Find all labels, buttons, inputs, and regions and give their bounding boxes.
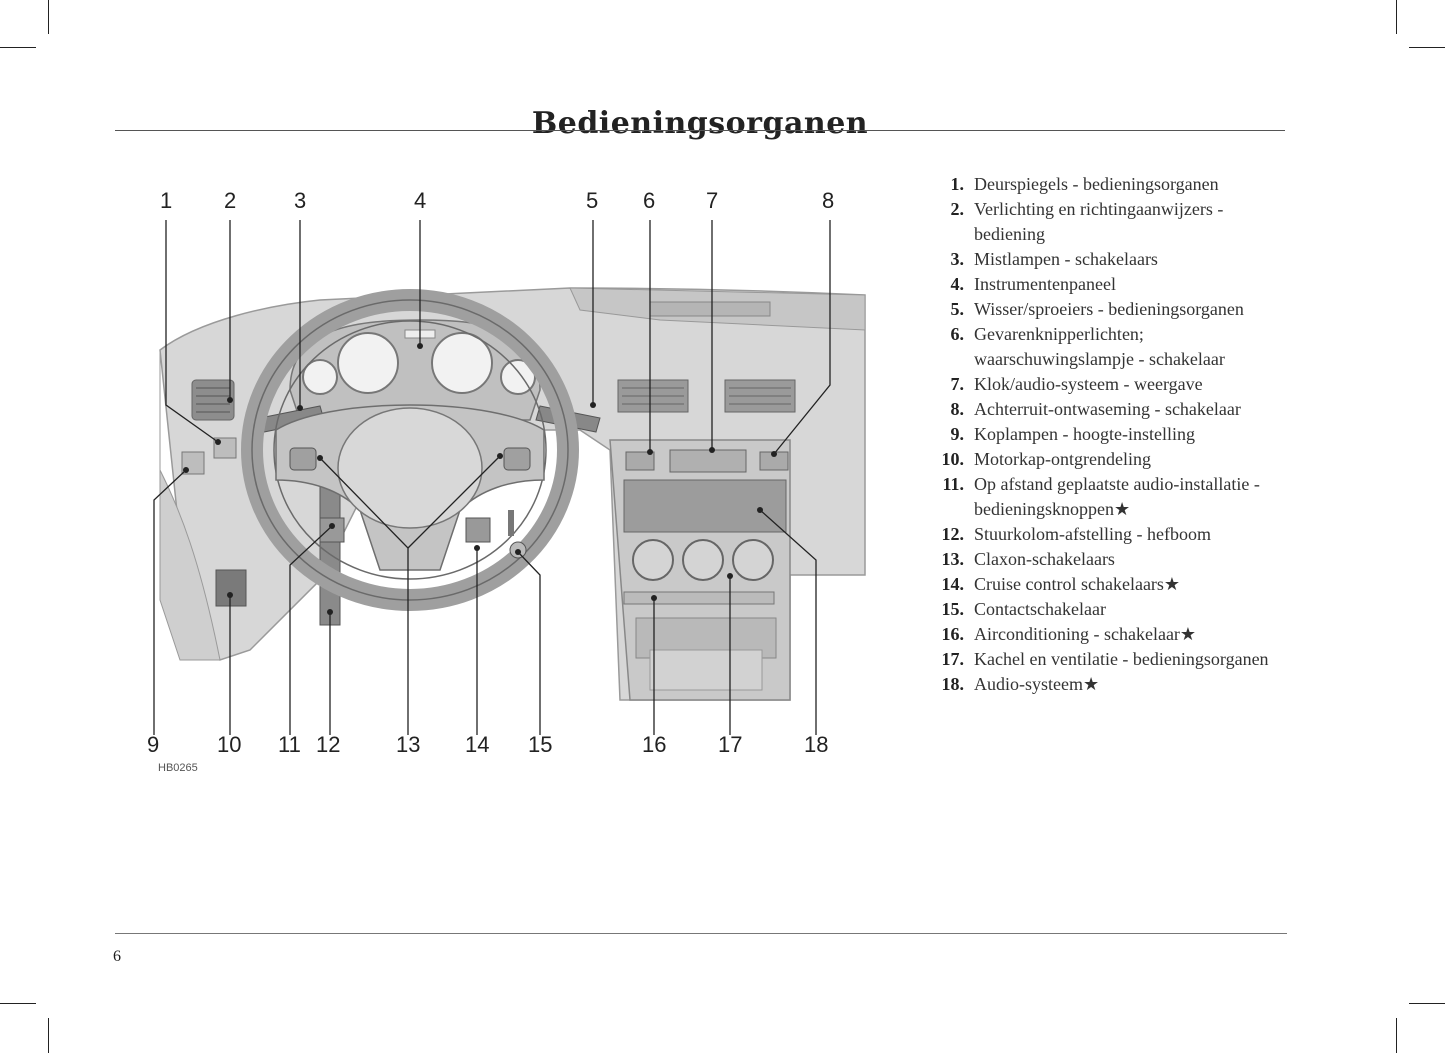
legend-item-number: 8. bbox=[950, 399, 965, 419]
legend-item-number: 17. bbox=[941, 649, 965, 669]
legend-item-text: Claxon-schakelaars bbox=[974, 549, 1115, 569]
legend-item: 17. Kachel en ventilatie - bedieningsorga… bbox=[918, 647, 1298, 672]
callout-10: 10 bbox=[217, 732, 242, 757]
legend-item: 6. Gevarenknipperlichten; waarschuwingsla… bbox=[918, 322, 1298, 372]
legend-item-text: Contactschakelaar bbox=[974, 599, 1106, 619]
legend-item-text: Gevarenknipperlichten; waarschuwingslamp… bbox=[974, 324, 1225, 369]
legend-item-number: 16. bbox=[941, 624, 965, 644]
callout-9: 9 bbox=[147, 732, 160, 757]
dashboard-illustration bbox=[153, 220, 866, 735]
legend-item-number: 11. bbox=[942, 474, 964, 494]
legend-item: 18. Audio-systeem★ bbox=[918, 672, 1298, 697]
legend-item: 3. Mistlampen - schakelaars bbox=[918, 247, 1298, 272]
legend-item: 14. Cruise control schakelaars★ bbox=[918, 572, 1298, 597]
callout-6: 6 bbox=[643, 188, 656, 213]
legend-item-text: Klok/audio-systeem - weergave bbox=[974, 374, 1203, 394]
crop-mark bbox=[1396, 0, 1397, 34]
legend-item-text: Airconditioning - schakelaar★ bbox=[974, 624, 1197, 644]
dashboard-figure: 1 2 3 4 5 6 7 8 9 10 11 12 13 14 15 16 1… bbox=[140, 180, 870, 780]
crop-mark bbox=[1409, 1003, 1445, 1004]
crop-mark bbox=[1409, 47, 1445, 48]
legend-item-text: Cruise control schakelaars★ bbox=[974, 574, 1181, 594]
legend-item-number: 2. bbox=[950, 199, 965, 219]
crop-mark bbox=[48, 0, 49, 34]
legend-item-text: Instrumentenpaneel bbox=[974, 274, 1116, 294]
legend-item-text: Op afstand geplaatste audio-installatie … bbox=[974, 474, 1260, 519]
legend-item-text: Achterruit-ontwaseming - schakelaar bbox=[974, 399, 1241, 419]
legend-item-text: Wisser/sproeiers - bedieningsorganen bbox=[974, 299, 1244, 319]
legend-item-number: 18. bbox=[941, 674, 965, 694]
callout-12: 12 bbox=[316, 732, 341, 757]
page-title: Bedieningsorganen bbox=[531, 106, 869, 142]
header-rule bbox=[115, 130, 1285, 131]
crop-mark bbox=[0, 1003, 36, 1004]
legend-item: 13. Claxon-schakelaars bbox=[918, 547, 1298, 572]
legend-item: 16. Airconditioning - schakelaar★ bbox=[918, 622, 1298, 647]
legend-item-number: 5. bbox=[950, 299, 965, 319]
page-number: 6 bbox=[113, 948, 121, 965]
legend-item: 5. Wisser/sproeiers - bedieningsorganen bbox=[918, 297, 1298, 322]
callout-16: 16 bbox=[642, 732, 667, 757]
legend-item: 11. Op afstand geplaatste audio-installat… bbox=[918, 472, 1298, 522]
legend-item: 2. Verlichting en richtingaanwijzers - be… bbox=[918, 197, 1298, 247]
figure-code: HB0265 bbox=[158, 762, 198, 774]
legend-item: 9. Koplampen - hoogte-instelling bbox=[918, 422, 1298, 447]
legend-item-text: Audio-systeem★ bbox=[974, 674, 1100, 694]
legend-item: 7. Klok/audio-systeem - weergave bbox=[918, 372, 1298, 397]
crop-mark bbox=[48, 1018, 49, 1053]
legend-item-text: Koplampen - hoogte-instelling bbox=[974, 424, 1195, 444]
legend-item: 15. Contactschakelaar bbox=[918, 597, 1298, 622]
legend-item-text: Stuurkolom-afstelling - hefboom bbox=[974, 524, 1211, 544]
callout-8: 8 bbox=[822, 188, 835, 213]
callout-14: 14 bbox=[465, 732, 490, 757]
callout-13: 13 bbox=[396, 732, 421, 757]
legend-item-text: Kachel en ventilatie - bedieningsorganen bbox=[974, 649, 1269, 669]
legend-item-text: Mistlampen - schakelaars bbox=[974, 249, 1158, 269]
callout-17: 17 bbox=[718, 732, 743, 757]
legend-item-text: Verlichting en richtingaanwijzers - bedi… bbox=[974, 199, 1224, 244]
crop-mark bbox=[1396, 1018, 1397, 1053]
legend-item-number: 3. bbox=[950, 249, 965, 269]
legend-item-number: 12. bbox=[941, 524, 965, 544]
legend-item-number: 1. bbox=[950, 174, 965, 194]
legend-item-number: 13. bbox=[941, 549, 965, 569]
legend-item-number: 10. bbox=[941, 449, 965, 469]
legend-item-number: 6. bbox=[950, 324, 965, 344]
crop-mark bbox=[0, 47, 36, 48]
callout-2: 2 bbox=[224, 188, 237, 213]
legend-item: 1. Deurspiegels - bedieningsorganen bbox=[918, 172, 1298, 197]
legend-item-text: Motorkap-ontgrendeling bbox=[974, 449, 1151, 469]
legend-item-number: 14. bbox=[941, 574, 965, 594]
callout-7: 7 bbox=[706, 188, 719, 213]
callout-4: 4 bbox=[414, 188, 427, 213]
callout-18: 18 bbox=[804, 732, 829, 757]
callout-5: 5 bbox=[586, 188, 599, 213]
legend-item-number: 9. bbox=[950, 424, 965, 444]
callout-3: 3 bbox=[294, 188, 307, 213]
callout-11: 11 bbox=[278, 732, 301, 757]
legend-item: 8. Achterruit-ontwaseming - schakelaar bbox=[918, 397, 1298, 422]
legend-item: 10. Motorkap-ontgrendeling bbox=[918, 447, 1298, 472]
footer-rule bbox=[115, 933, 1287, 934]
legend-item-number: 4. bbox=[950, 274, 965, 294]
legend-list: 1. Deurspiegels - bedieningsorganen 2. Verl… bbox=[918, 172, 1298, 697]
legend-item-number: 7. bbox=[950, 374, 965, 394]
legend-item: 12. Stuurkolom-afstelling - hefboom bbox=[918, 522, 1298, 547]
legend-item-text: Deurspiegels - bedieningsorganen bbox=[974, 174, 1219, 194]
legend-item-number: 15. bbox=[941, 599, 965, 619]
callout-15: 15 bbox=[528, 732, 553, 757]
legend-item: 4. Instrumentenpaneel bbox=[918, 272, 1298, 297]
callout-1: 1 bbox=[160, 188, 173, 213]
